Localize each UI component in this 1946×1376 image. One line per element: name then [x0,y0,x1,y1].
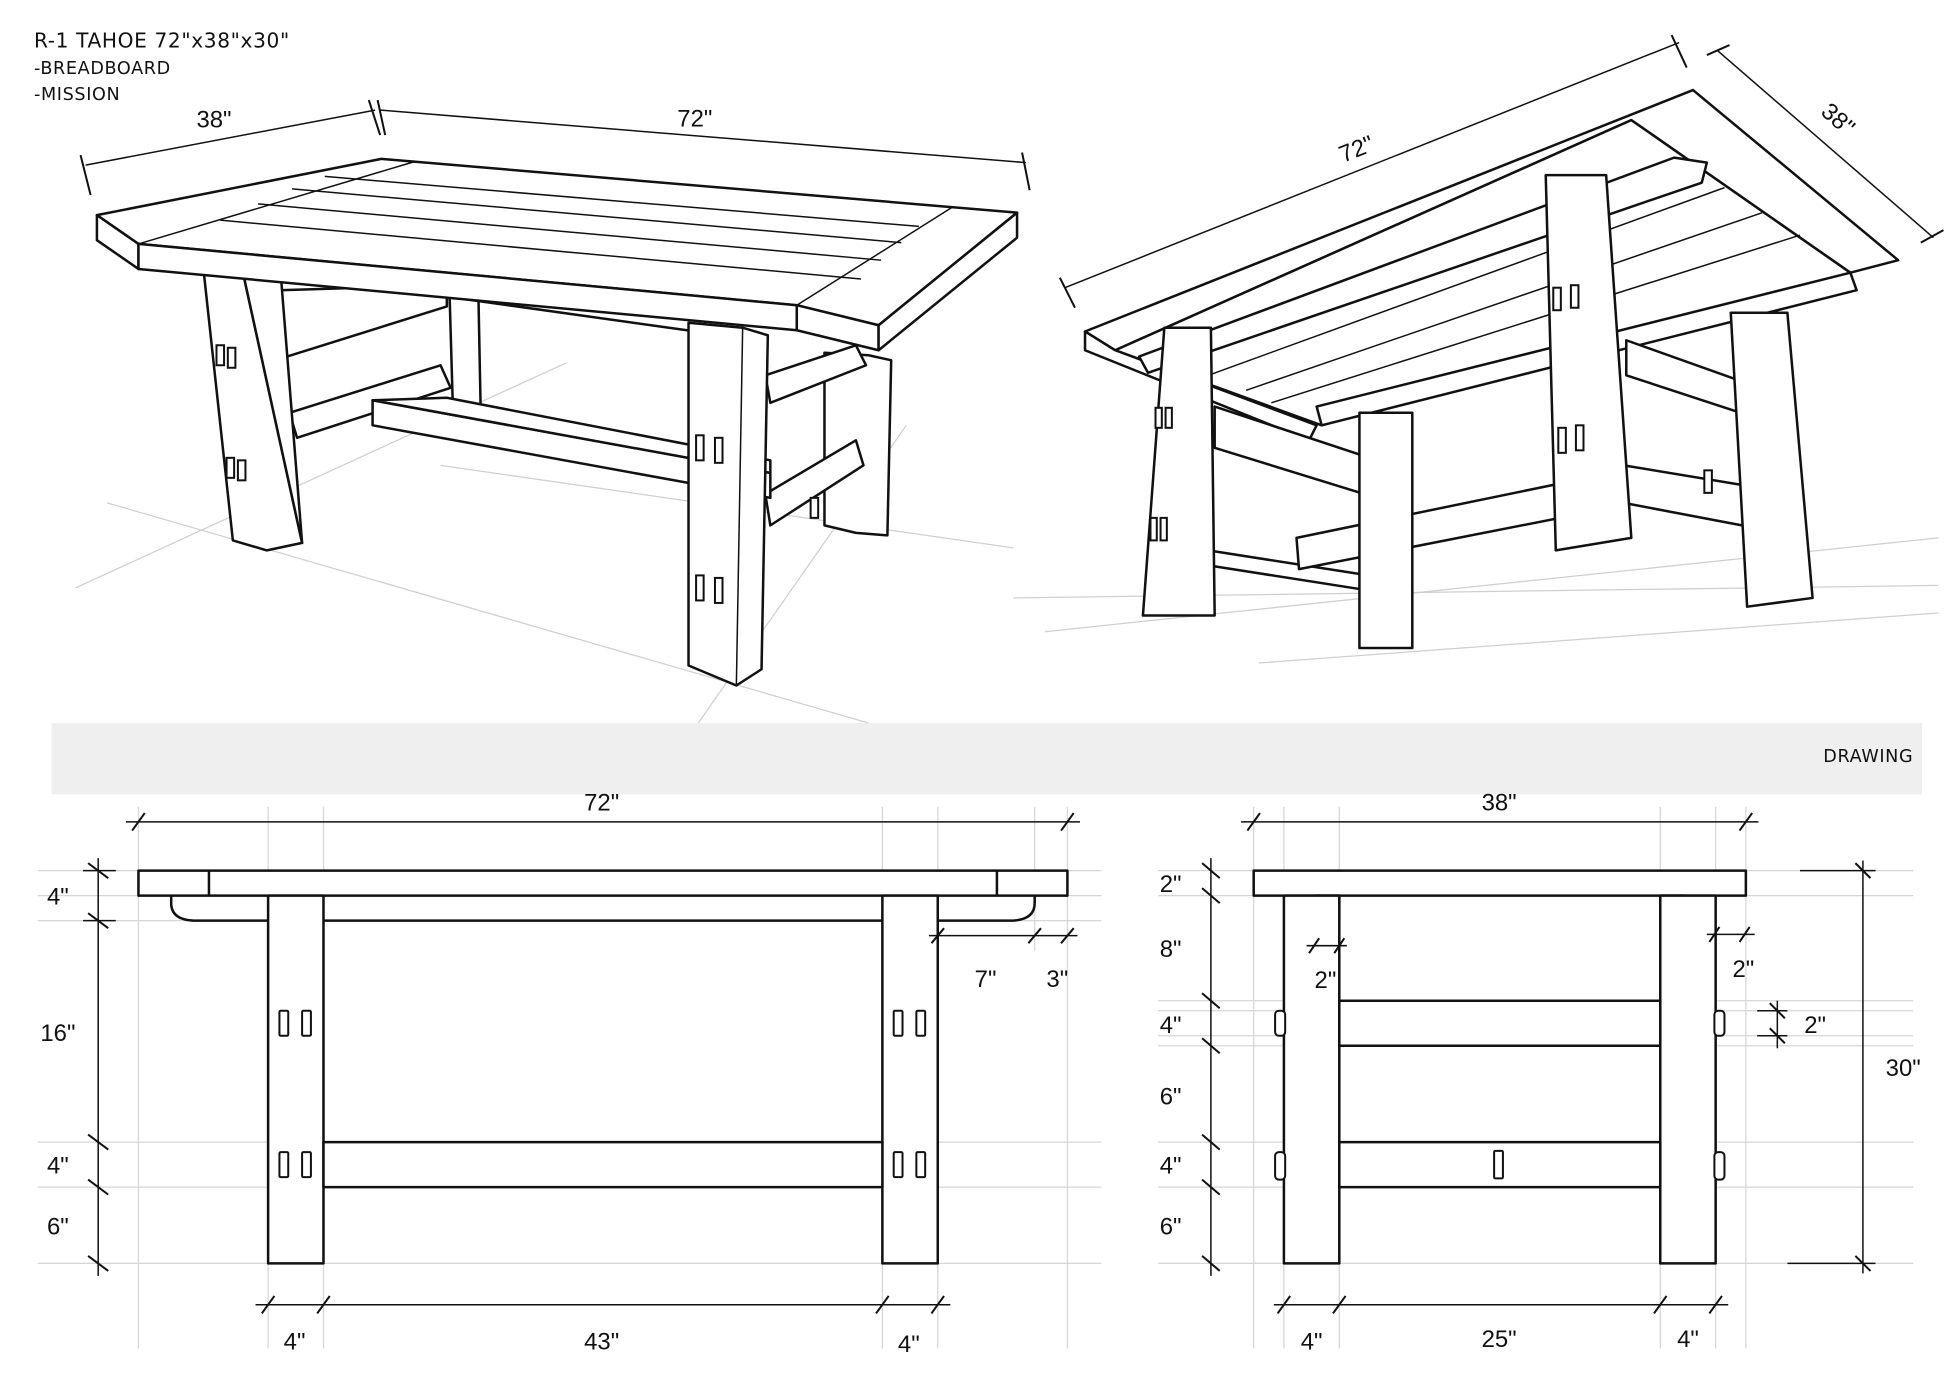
front-dim-7-overhang: 7" [975,966,997,993]
underside-dim-72-label: 72" [1335,130,1378,168]
side-dim-8: 8" [1160,936,1182,963]
underside-back-right-leg [1729,311,1814,608]
side-tabletop [1252,869,1748,897]
drawing-band [51,723,1923,795]
title-line-1: R-1 TAHOE 72"x38"x30" [34,29,290,53]
front-dim-43: 43" [584,1329,619,1356]
side-dim-4-upper: 4" [1160,1012,1182,1039]
side-tenon-ends [1274,1009,1726,1181]
front-right-leg [687,321,770,687]
front-dim-3-overhang: 3" [1046,966,1068,993]
side-upper-rail [1338,999,1662,1048]
underside-planks [1208,186,1801,404]
front-dim-4-right-leg: 4" [898,1331,920,1358]
side-dim-30: 30" [1886,1055,1921,1082]
side-dim-4-left-leg: 4" [1301,1329,1323,1356]
front-dim-4-top: 4" [47,883,69,910]
front-dim-4-stretcher: 4" [47,1152,69,1179]
side-dim-6-bottom: 6" [1160,1214,1182,1241]
perspective-view-underside: 72" 38" [1013,34,1944,664]
side-dim-2-top: 2" [1160,871,1182,898]
front-dim-6: 6" [47,1214,69,1241]
perspective-dim-72: 72" [376,99,1031,191]
front-elevation: 72" 4" 16" 4" 6" 7" 3" 4" 43" 4" [37,790,1102,1358]
side-dim-2-cleat-right: 2" [1732,956,1754,983]
side-right-leg [1659,894,1717,1265]
side-dim-4-lower: 4" [1160,1152,1182,1179]
underside-front-right-leg [1544,173,1633,552]
side-dim-25: 25" [1482,1326,1517,1353]
perspective-mortises [215,344,820,604]
right-lower-rail [764,439,865,527]
front-dim-72: 72" [584,790,619,817]
perspective-view-top: 38" 72" [75,99,1031,786]
side-dim-6-mid: 6" [1160,1084,1182,1111]
dim-72-label: 72" [677,105,712,132]
side-dim-2-tenon: 2" [1804,1012,1826,1039]
front-dim-16: 16" [40,1020,75,1047]
underside-mortises [1149,284,1713,542]
right-upper-rail [764,344,868,405]
front-left-leg [266,894,325,1265]
left-lower-rail [288,364,452,440]
stretcher-top [371,396,772,475]
front-mortises [278,1009,927,1179]
title-line-2: -BREADBOARD [34,59,171,79]
side-dim-38: 38" [1482,790,1517,817]
side-dim-2-cleat-left: 2" [1315,967,1337,994]
side-elevation: 38" 2" 8" 4" 6" 4" 6" 30" 2" 2" 2" 4" 25… [1158,790,1921,1356]
title-block: R-1 TAHOE 72"x38"x30" -BREADBOARD -MISSI… [34,29,290,105]
perspective-dim-38: 38" [79,99,382,196]
side-dim-4-right-leg: 4" [1677,1326,1699,1353]
underside-dim-38-label: 38" [1816,98,1860,141]
side-left-leg [1282,894,1341,1265]
tabletop-planks [138,160,953,306]
tabletop-right-edge [877,211,1019,352]
front-right-leg [881,894,940,1265]
drawing-band-label: DRAWING [1823,747,1913,767]
underside-back-left-leg [1358,411,1414,650]
title-line-3: -MISSION [34,85,120,105]
front-tabletop [137,869,1069,897]
front-dim-4-left-leg: 4" [284,1329,306,1356]
dim-38-label: 38" [196,107,231,134]
front-stretcher [322,1140,884,1189]
front-apron [169,895,1036,922]
